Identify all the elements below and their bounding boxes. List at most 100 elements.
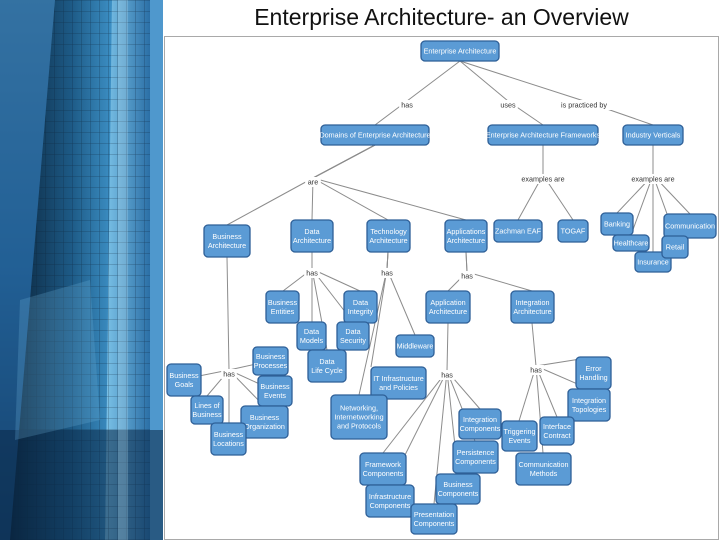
concept-node-label: Industry Verticals (626, 131, 681, 140)
concept-node-label: Business (250, 413, 280, 422)
concept-node-label: Methods (530, 469, 558, 478)
connector-line (374, 60, 461, 126)
concept-node-label: Data (353, 298, 368, 307)
concept-node-box (420, 40, 500, 62)
concept-node-insurance: Insurance (634, 251, 672, 273)
concept-node-domains: Domains of Enterprise Architecture (319, 124, 431, 146)
connector-line (446, 322, 481, 410)
concept-node-label: Enterprise Architecture (424, 47, 497, 56)
concept-node-box (515, 452, 572, 486)
concept-node-label: Zachman EAF (495, 227, 542, 236)
concept-node-label: Communication (665, 222, 715, 231)
concept-node-banking: Banking (600, 212, 634, 236)
edge-label-text: has (441, 371, 453, 380)
concept-node-retail: Retail (661, 235, 689, 259)
concept-node-label: Handling (579, 373, 607, 382)
connector-line (630, 145, 654, 236)
concept-node-label: Framework (365, 460, 401, 469)
concept-node-label: Models (300, 336, 324, 345)
concept-node-label: Locations (213, 439, 244, 448)
concept-node-box (501, 420, 538, 452)
edge-label-text: has (461, 272, 473, 281)
concept-node-label: Interface (543, 422, 571, 431)
concept-node-label: Business (192, 410, 222, 419)
concept-node-togaf: TOGAF (557, 219, 589, 243)
concept-node-label: Data (345, 327, 360, 336)
connector-line (459, 60, 654, 126)
edge-label-text: uses (500, 101, 516, 110)
concept-node-box (307, 349, 347, 383)
concept-node-label: Application (430, 298, 465, 307)
edge-label: has (399, 100, 415, 110)
concept-node-box (370, 366, 427, 400)
connector-line (382, 370, 448, 454)
concept-node-label: Retail (666, 243, 685, 252)
connector-line (311, 144, 389, 221)
edge-label: has (304, 268, 320, 278)
concept-node-box (395, 334, 435, 358)
concept-node-box (435, 473, 481, 505)
concept-node-box (320, 124, 430, 146)
concept-node-label: Goals (175, 380, 194, 389)
concept-map: has uses is practiced by are examples are exa… (166, 40, 717, 535)
concept-node-label: Networking, (340, 404, 378, 413)
concept-node-label: Infrastructure (369, 492, 411, 501)
concept-node-label: Triggering (503, 427, 535, 436)
concept-node-label: Topologies (572, 405, 607, 414)
concept-node-label: Business (212, 232, 242, 241)
concept-node-box (425, 290, 471, 324)
edge-label-text: examples are (631, 175, 674, 184)
edge-label: examples are (517, 174, 569, 184)
concept-node-box (252, 346, 289, 376)
concept-node-label: Technology (370, 227, 407, 236)
concept-node-label: Components (455, 457, 496, 466)
concept-node-label: Components (370, 501, 411, 510)
connector-line (183, 256, 230, 380)
concept-node-box (265, 290, 300, 324)
concept-node-box (210, 422, 247, 456)
concept-node-label: Persistence (457, 448, 495, 457)
concept-node-label: Processes (254, 361, 288, 370)
concept-node-label: and Protocols (337, 422, 381, 431)
concept-node-label: Contract (543, 431, 570, 440)
concept-node-box (203, 224, 251, 258)
concept-node-box (612, 234, 650, 252)
edge-label-text: has (223, 370, 235, 379)
concept-node-label: Components (363, 469, 404, 478)
concept-node-label: Components (438, 489, 479, 498)
concept-node-label: Events (264, 391, 286, 400)
concept-node-box (330, 394, 388, 440)
concept-node-box (458, 408, 502, 440)
edge-label-text: has (530, 366, 542, 375)
concept-node-box (567, 388, 611, 422)
concept-node-label: Business (443, 480, 473, 489)
concept-node-box (366, 219, 411, 253)
connector-line (386, 251, 416, 336)
edge-label: is practiced by (552, 100, 616, 110)
concept-node-label: and Policies (379, 383, 418, 392)
concept-node-label: Architecture (447, 236, 485, 245)
edge-label: has (439, 370, 455, 380)
connector-line (459, 60, 544, 126)
concept-node-ea: Enterprise Architecture (420, 40, 500, 62)
concept-node-label: TOGAF (561, 227, 586, 236)
edge-label: are (305, 177, 321, 187)
concept-node-box (622, 124, 684, 146)
concept-node-label: Enterprise Architecture Frameworks (486, 131, 601, 140)
